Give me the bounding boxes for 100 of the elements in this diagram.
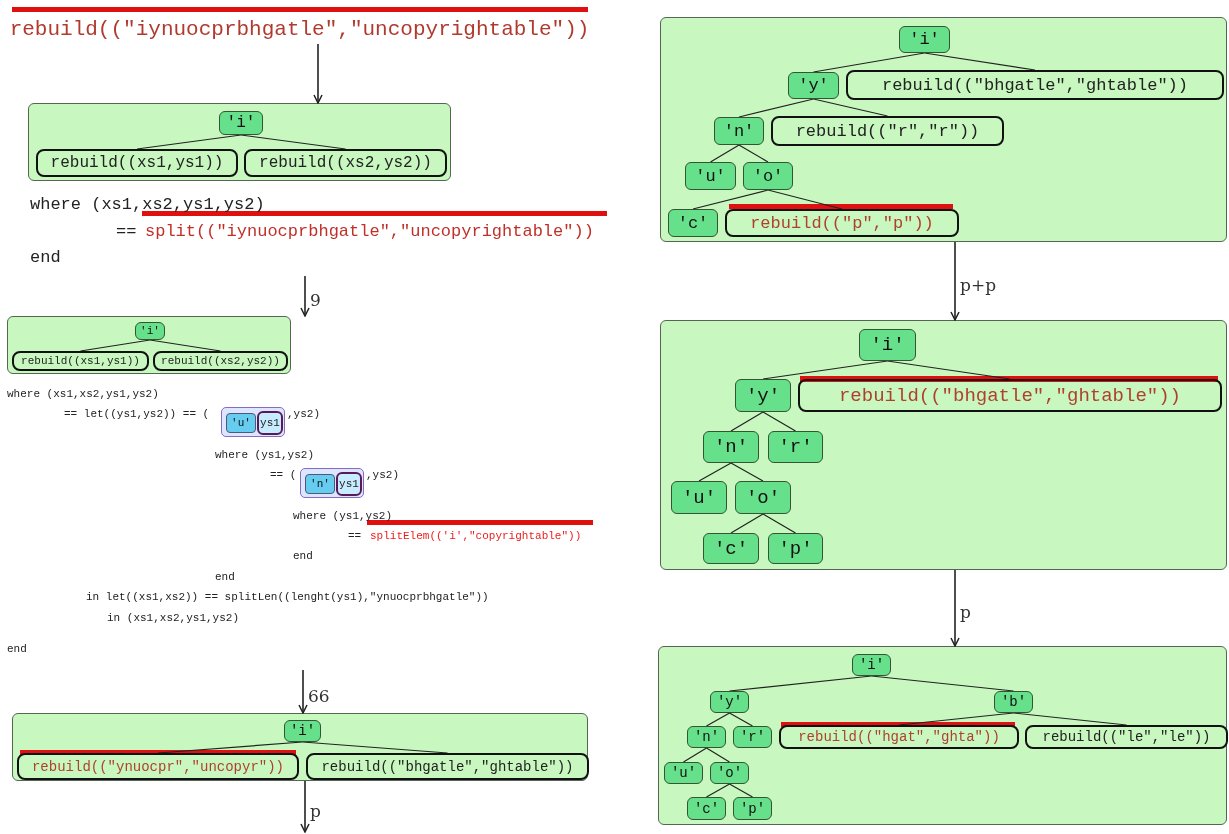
tree-node: 'i': [135, 322, 165, 340]
variable-box: ys1: [257, 411, 283, 435]
code-line: in let((xs1,xs2)) == splitLen((lenght(ys1),"ynuocprbhgatle")): [86, 591, 489, 603]
tree-node: 'u': [685, 162, 736, 190]
tree-node: 'c': [687, 797, 726, 820]
tree-line: [1012, 712, 1128, 726]
tree-node: 'o': [743, 162, 793, 190]
tree-line: [870, 675, 1015, 692]
code-line: where (xs1,xs2,ys1,ys2): [30, 195, 265, 214]
tree-node: 'o': [710, 762, 749, 784]
tree-line: [728, 675, 873, 692]
call-box: rebuild(("le","le")): [1025, 725, 1228, 749]
tree-line: [738, 144, 769, 163]
tree-line: [762, 513, 797, 534]
code-line: end: [293, 550, 313, 562]
char-node: 'n': [305, 474, 335, 494]
call-box: rebuild(("bhgatle","ghtable")): [798, 379, 1222, 412]
tree-node: 'y': [735, 379, 791, 412]
tree-line: [301, 741, 449, 754]
code-line: end: [30, 248, 61, 267]
call-box: rebuild(("r","r")): [771, 116, 1004, 146]
tree-line: [923, 52, 1036, 71]
code-line: end: [215, 571, 235, 583]
tree-line: [730, 411, 764, 432]
tree-node: 'i': [899, 26, 950, 53]
pair-box: [221, 407, 285, 437]
call-box: rebuild((xs2,ys2)): [244, 149, 447, 177]
tree-line: [898, 712, 1015, 726]
tree-line: [728, 712, 754, 727]
code-line: where (ys1,ys2): [215, 449, 315, 461]
tree-node: 'c': [703, 533, 759, 564]
tree-node: 'p': [768, 533, 823, 564]
tree-line: [767, 189, 843, 210]
tree-line: [812, 52, 926, 73]
call-box: rebuild(("hgat","ghta")): [779, 725, 1019, 749]
arrow: [300, 275, 310, 317]
code-line: end: [7, 643, 27, 655]
tree-node: 'n': [703, 431, 759, 463]
tree-node: 'r': [733, 726, 772, 748]
tree-node: 'n': [687, 726, 726, 748]
tree-node: 'p': [733, 797, 772, 820]
tree-line: [692, 189, 769, 210]
code-line: where (ys1,ys2): [293, 510, 393, 522]
tree-line: [149, 339, 222, 352]
call-box: rebuild((xs2,ys2)): [153, 351, 288, 371]
tree-node: 'r': [768, 431, 823, 463]
tree-node: 'i': [284, 720, 321, 742]
tree-line: [762, 411, 797, 432]
tree-node: 'y': [710, 691, 749, 713]
tree-node: 'b': [994, 691, 1033, 713]
code-line: == let((ys1,ys2)) == (: [64, 408, 210, 420]
tree-line: [240, 134, 347, 150]
tree-line: [705, 783, 731, 798]
code-line: ==: [348, 530, 362, 542]
tree-panel: [28, 103, 451, 181]
tree-line: [136, 134, 242, 150]
code-line: == (: [270, 469, 297, 481]
tree-line: [730, 513, 764, 534]
tree-node: 'i': [219, 111, 263, 135]
code-line: split(("iynuocprbhgatle","uncopyrightable")): [145, 222, 594, 241]
arrow: [950, 241, 960, 321]
tree-line: [730, 462, 764, 482]
code-line: ,ys2): [287, 408, 320, 420]
tree-panel: [658, 646, 1227, 825]
tree-line: [682, 747, 708, 763]
tree-line: [698, 462, 732, 482]
code-line: where (xs1,xs2,ys1,ys2): [7, 388, 159, 400]
tree-panel: [7, 316, 291, 374]
code-line: ==: [116, 222, 137, 241]
call-box: rebuild((xs1,ys1)): [12, 351, 149, 371]
arrow: [950, 569, 960, 647]
tree-line: [728, 783, 754, 798]
tree-node: 'y': [788, 72, 839, 99]
tree-panel: [660, 17, 1227, 242]
code-line: splitElem(('i',"copyrightable")): [370, 530, 582, 542]
tree-node: 'o': [735, 481, 791, 514]
tree-panel: [660, 320, 1227, 570]
tree-line: [705, 747, 731, 763]
tree-line: [79, 339, 151, 352]
variable-box: ys1: [336, 472, 362, 496]
tree-node: 'c': [668, 209, 718, 237]
tree-line: [762, 360, 889, 380]
call-box: rebuild(("bhgatle","ghtable")): [306, 753, 589, 780]
tree-line: [738, 98, 815, 118]
arrow: [298, 669, 308, 714]
pair-box: [300, 468, 364, 498]
code-expression: rebuild(("iynuocprbhgatle","uncopyrightable")): [12, 14, 587, 44]
tree-node: 'i': [859, 329, 916, 361]
call-box: rebuild(("ynuocpr","uncopyr")): [17, 753, 299, 780]
tree-line: [709, 144, 740, 163]
tree-line: [705, 712, 731, 727]
arrow: [300, 780, 310, 833]
code-line: ,ys2): [366, 469, 399, 481]
code-line: in (xs1,xs2,ys1,ys2): [107, 612, 240, 624]
tree-node: 'u': [671, 481, 727, 514]
tree-node: 'u': [664, 762, 703, 784]
tree-node: 'i': [852, 654, 891, 676]
arrow: [313, 43, 323, 104]
char-node: 'u': [226, 413, 256, 433]
tree-line: [886, 360, 1011, 380]
